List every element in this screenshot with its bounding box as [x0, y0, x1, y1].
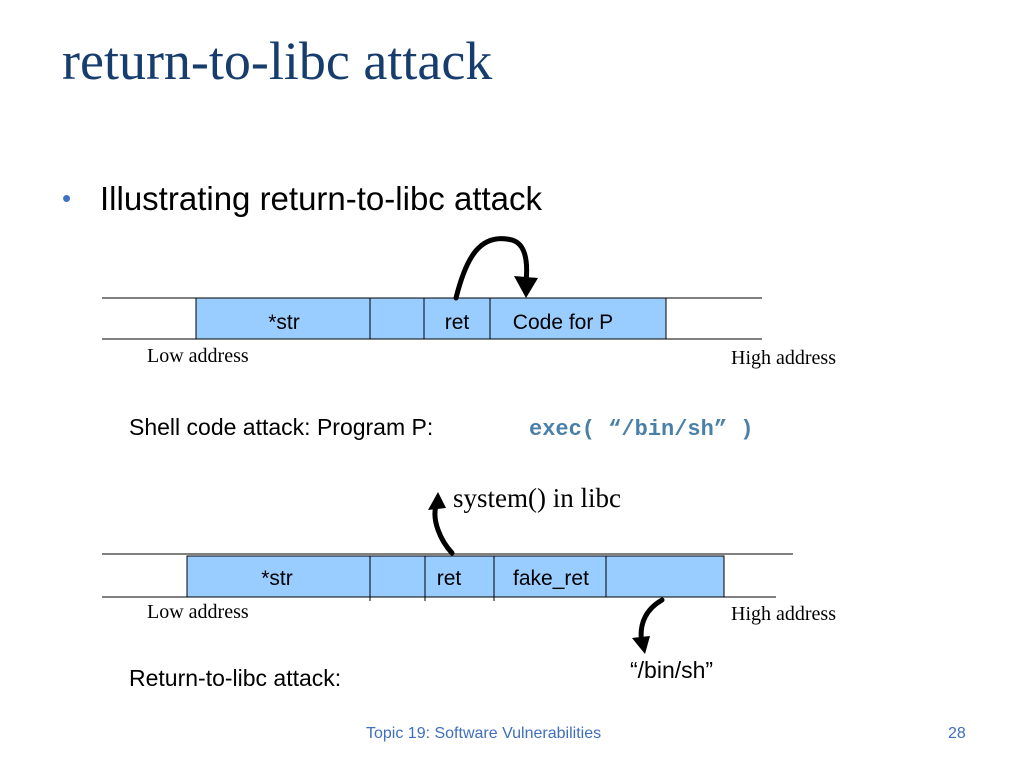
high-address-label: High address [731, 603, 836, 625]
footer-topic: Topic 19: Software Vulnerabilities [366, 725, 602, 742]
binsh-label: “/bin/sh” [630, 657, 713, 683]
system-arrow-icon [432, 503, 455, 556]
low-address-label: Low address [147, 601, 249, 623]
cell-fake-ret: fake_ret [513, 567, 589, 590]
cell-str: *str [268, 311, 300, 334]
arrow-head-icon [514, 276, 538, 298]
bullet-text: Illustrating return-to-libc attack [100, 180, 543, 217]
bullet-item: • Illustrating return-to-libc attack [62, 180, 542, 218]
cell-ret: ret [437, 567, 462, 590]
cell-str: *str [261, 567, 293, 590]
arrow-head-icon [632, 636, 650, 654]
memory-block [195, 297, 667, 340]
shellcode-caption: Shell code attack: Program P: [129, 414, 433, 440]
exec-code: exec( “/bin/sh” ) [529, 417, 753, 442]
stack-diagram-return-to-libc: *str ret fake_ret system() in libc “/bin… [102, 483, 836, 691]
slide-number: 28 [948, 725, 966, 742]
memory-block [186, 555, 725, 598]
cell-ret: ret [445, 311, 470, 334]
slide-title: return-to-libc attack [62, 31, 493, 91]
bullet-dot-icon: • [62, 183, 72, 213]
return-arrow-icon [453, 236, 530, 301]
stack-diagram-shellcode: *str ret Code for P Low address High add… [102, 236, 836, 442]
high-address-label: High address [731, 347, 836, 369]
system-libc-label: system() in libc [453, 483, 621, 513]
cell-code-for-p: Code for P [513, 311, 613, 334]
return-to-libc-caption: Return-to-libc attack: [129, 665, 341, 691]
low-address-label: Low address [147, 345, 249, 367]
arrow-head-icon [428, 492, 446, 510]
